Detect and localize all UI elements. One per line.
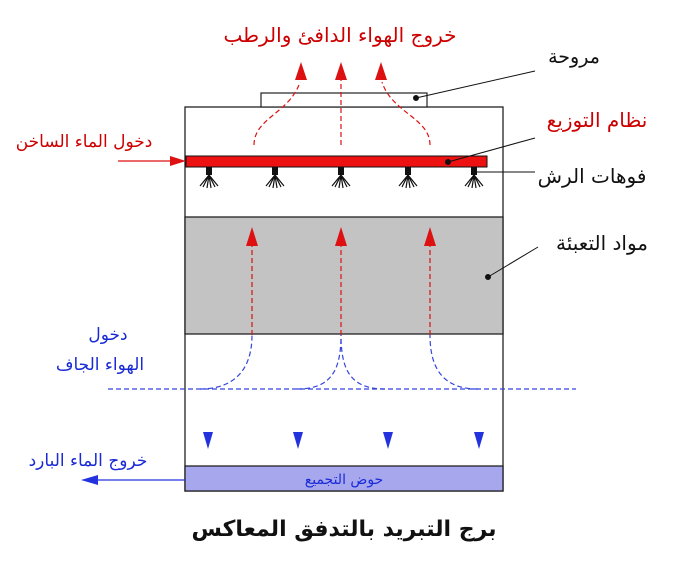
distribution-bar [185, 155, 488, 168]
collection-basin [184, 465, 504, 492]
cold-water-out-label: خروج الماء البارد [29, 451, 148, 471]
water-down-arrows [203, 227, 484, 449]
exhaust-arrowhead [335, 62, 347, 80]
exhaust-label: خروج الهواء الدافئ والرطب [223, 23, 456, 47]
cold-water-arrowhead [81, 475, 98, 485]
fan-label: مروحة [548, 46, 600, 68]
air-up-arrowhead [424, 227, 436, 246]
spray-nozzle-icon [199, 167, 219, 189]
exhaust-air-flow [253, 80, 431, 146]
arrow-head [293, 432, 303, 449]
distribution-label: نظام التوزيع [547, 108, 648, 132]
dry-air-label-line1: دخول [88, 325, 127, 345]
hot-water-arrowhead [170, 156, 186, 166]
basin-label: حوض التجميع [305, 472, 383, 488]
spray-nozzle-icon [331, 167, 351, 189]
fill-label: مواد التعبئة [556, 231, 648, 255]
spray-nozzles [199, 167, 484, 189]
hot-water-in-label: دخول الماء الساخن [16, 132, 153, 152]
exhaust-arrowhead [375, 62, 387, 80]
exhaust-arrowhead [295, 62, 307, 80]
spray-nozzle-icon [398, 167, 418, 189]
fan-housing-icon [260, 92, 428, 108]
leader-lines [413, 70, 539, 280]
diagram-title: برج التبريد بالتدفق المعاكس [191, 517, 496, 542]
fill-media [184, 216, 504, 335]
arrow-head [383, 432, 393, 449]
spray-nozzle-icon [265, 167, 285, 189]
arrow-head [474, 432, 484, 449]
air-up-arrowhead [246, 227, 258, 246]
arrow-head [203, 432, 213, 449]
air-up-arrowhead [335, 227, 347, 246]
nozzles-label: فوهات الرش [538, 164, 647, 188]
dry-air-label-line2: الهواء الجاف [56, 355, 144, 375]
